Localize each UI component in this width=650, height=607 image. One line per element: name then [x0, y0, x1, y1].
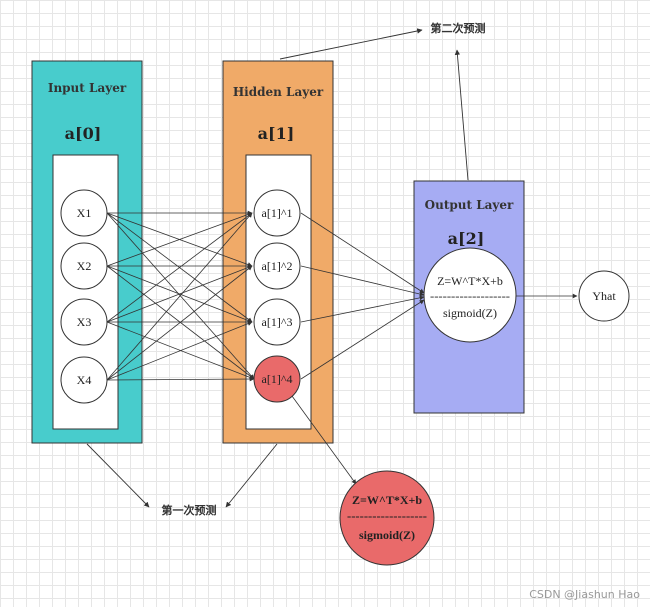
caption-first-prediction: 第一次预测 [162, 503, 217, 517]
arrow-second-up [454, 49, 469, 181]
hidden-node-1-label: a[1]^1 [262, 206, 293, 220]
zoom-node-divider: ------------------- [347, 509, 427, 523]
output-node-formula: Z=W^T*X+b [437, 274, 503, 288]
yhat-node: Yhat [578, 270, 630, 322]
edge-x4-h4 [106, 376, 255, 382]
edge-x3-h2 [106, 265, 253, 323]
output-node: Z=W^T*X+b ------------------- sigmoid(Z) [423, 247, 517, 343]
hidden-node-4-label: a[1]^4 [262, 372, 293, 386]
input-node-x1 [60, 189, 108, 237]
input-node-x3-label: X3 [77, 315, 92, 329]
hidden-node-3-label: a[1]^3 [262, 315, 293, 329]
zoom-node: Z=W^T*X+b ------------------- sigmoid(Z) [339, 470, 435, 566]
edge-h4-out [300, 299, 425, 380]
output-node-divider: ------------------- [430, 289, 510, 303]
output-layer-title: Output Layer [425, 198, 514, 212]
hidden-node-1 [253, 189, 301, 237]
hidden-node-4 [253, 355, 301, 403]
input-layer-index: a[0] [65, 124, 102, 143]
edge-x3-h1 [106, 212, 253, 323]
input-node-x3 [60, 298, 108, 346]
input-layer-title: Input Layer [48, 81, 127, 95]
edge-x4-h1 [106, 212, 253, 381]
zoom-node-formula: Z=W^T*X+b [352, 493, 422, 507]
arrow-first-left [86, 443, 150, 508]
arrow-second-top [279, 28, 423, 60]
hidden-node-2-label: a[1]^2 [262, 259, 293, 273]
edge-h3-out [300, 295, 425, 323]
connections-input-hidden [106, 210, 255, 382]
watermark: CSDN @Jiashun Hao [529, 588, 640, 601]
yhat-circle [578, 270, 630, 322]
input-node-x2 [60, 242, 108, 290]
caption-second-prediction: 第二次预测 [431, 21, 486, 35]
edge-h1-out [300, 212, 425, 294]
connections-hidden-output [291, 212, 578, 485]
edge-x4-h3 [106, 321, 253, 381]
input-node-x4-label: X4 [77, 373, 92, 387]
edge-x4-h2 [106, 265, 253, 381]
edge-x1-h4 [106, 212, 255, 380]
output-node-ellipse [423, 247, 517, 343]
output-node-activation: sigmoid(Z) [443, 306, 497, 320]
output-layer-index: a[2] [448, 229, 485, 248]
edge-h2-out [300, 265, 425, 297]
input-node-x2-label: X2 [77, 259, 92, 273]
edge-x2-h1 [106, 212, 253, 267]
zoom-node-circle [339, 470, 435, 566]
input-node-x1-label: X1 [77, 206, 92, 220]
prediction-arrows [86, 28, 469, 508]
hidden-node-3 [253, 298, 301, 346]
yhat-label: Yhat [592, 289, 616, 303]
hidden-layer-title: Hidden Layer [233, 85, 324, 99]
hidden-layer-index: a[1] [258, 124, 295, 143]
zoom-node-activation: sigmoid(Z) [359, 528, 415, 542]
hidden-node-2 [253, 242, 301, 290]
input-nodes: X1 X2 X3 X4 [60, 189, 108, 404]
edge-h4-zoom [291, 395, 357, 485]
input-node-x4 [60, 356, 108, 404]
arrow-first-right [225, 443, 278, 508]
hidden-nodes: a[1]^1 a[1]^2 a[1]^3 a[1]^4 [253, 189, 301, 403]
